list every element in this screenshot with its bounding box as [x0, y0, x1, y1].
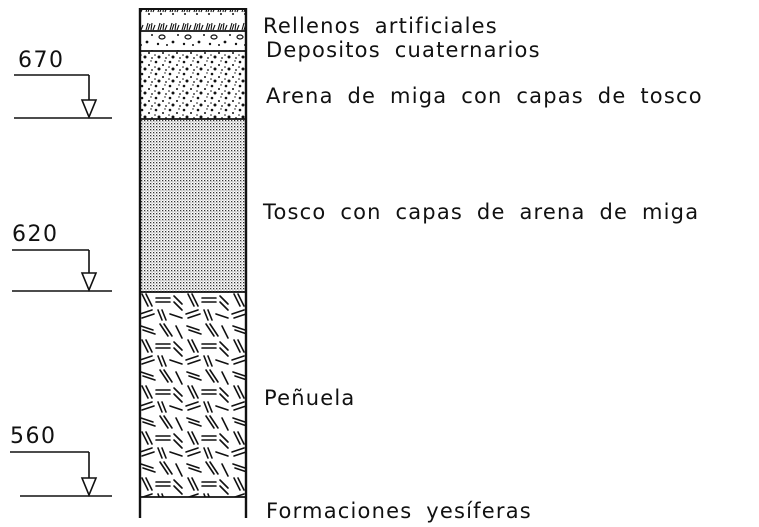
- layer-label-depositos: Depositos cuaternarios: [266, 38, 541, 62]
- layer-band-rellenos: [140, 10, 246, 31]
- elevation-marker-670: [14, 74, 112, 120]
- layer-label-yesiferas: Formaciones yesíferas: [266, 499, 532, 523]
- elevation-markers: [10, 74, 112, 498]
- layer-band-depositos: [140, 31, 246, 51]
- layer-label-arena: Arena de miga con capas de tosco: [266, 84, 703, 108]
- elevation-triangle-icon: [80, 272, 98, 293]
- elevation-marker-620: [12, 249, 112, 293]
- column-frame: [138, 8, 248, 518]
- layer-band-arena: [140, 51, 246, 119]
- layer-label-penuela: Peñuela: [264, 386, 356, 410]
- elevation-marker-560: [10, 451, 112, 498]
- layer-label-tosco: Tosco con capas de arena de miga: [263, 200, 700, 224]
- stratigraphic-column: [140, 10, 246, 497]
- elevation-triangle-icon: [80, 477, 98, 498]
- elevation-triangle-icon: [80, 99, 98, 120]
- layer-band-tosco: [140, 119, 246, 292]
- layer-band-penuela: [140, 292, 246, 497]
- elevation-label-620: 620: [12, 222, 59, 247]
- elevation-label-560: 560: [10, 424, 57, 449]
- elevation-label-670: 670: [18, 48, 65, 73]
- layer-label-rellenos: Rellenos artificiales: [263, 14, 498, 38]
